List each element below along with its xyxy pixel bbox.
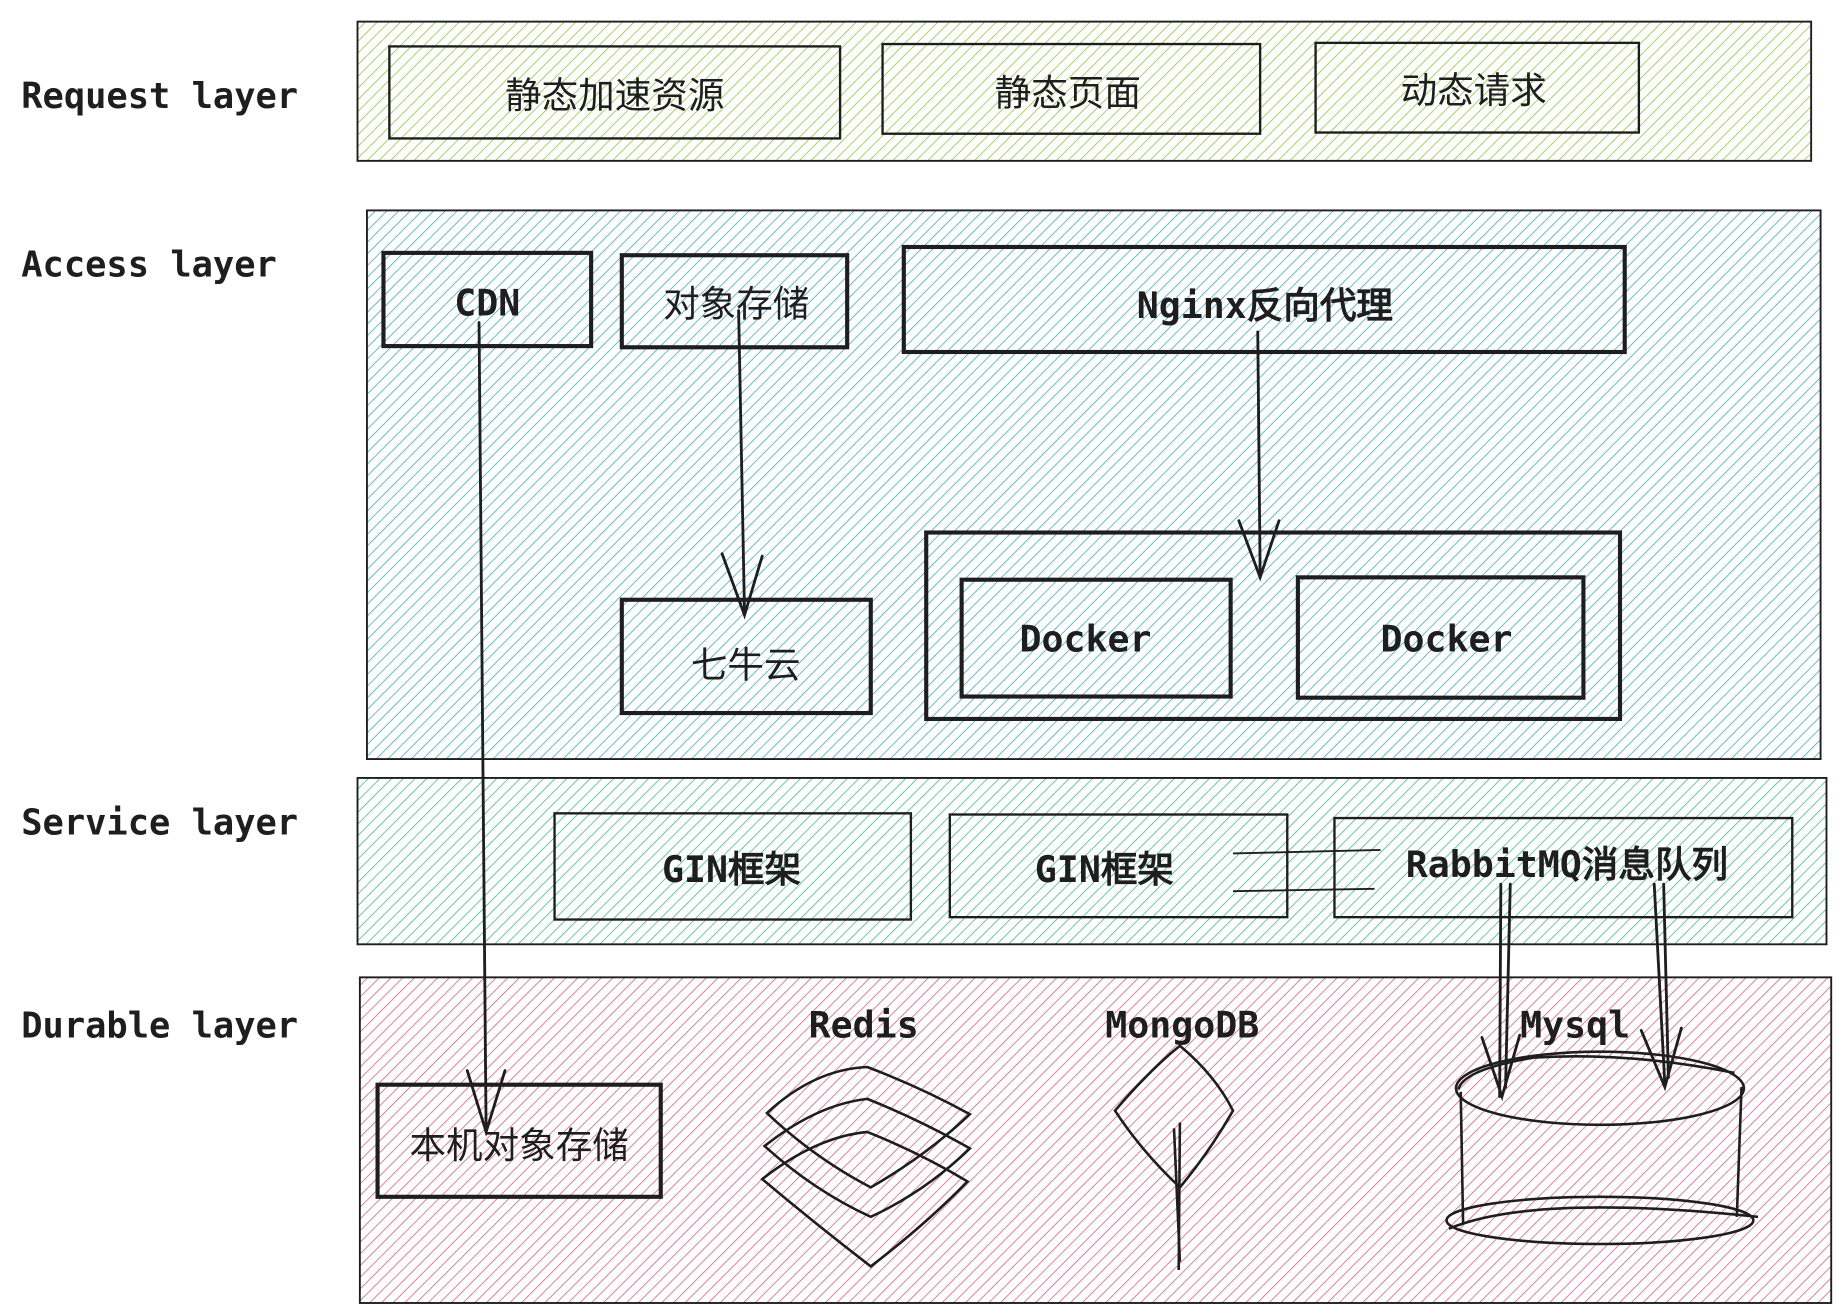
nginx-box: Nginx反向代理 <box>901 244 1627 355</box>
mongodb-icon <box>1113 1044 1235 1270</box>
service-layer-label: Service layer <box>21 803 298 844</box>
mq-box: RabbitMQ消息队列 <box>1333 816 1794 919</box>
request-box-static-page-label: 静态页面 <box>995 71 1141 114</box>
arrow-mq-to-mysql-1 <box>1480 882 1522 1102</box>
request-box-dynamic-label: 动态请求 <box>1401 69 1547 112</box>
mysql-label: Mysql <box>1520 1004 1630 1047</box>
local-storage-label: 本机对象存储 <box>409 1124 628 1167</box>
durable-layer: 本机对象存储 Redis MongoDB Mysql <box>358 976 1833 1304</box>
arrow-object-storage-to-qiniu <box>720 309 764 620</box>
service-layer: GIN框架 GIN框架 RabbitMQ消息队列 <box>356 776 1828 946</box>
request-box-dynamic: 动态请求 <box>1314 41 1641 134</box>
request-layer: 静态加速资源 静态页面 动态请求 <box>356 20 1813 162</box>
arrow-mq-to-mysql-2 <box>1639 882 1683 1092</box>
request-box-static-accel-label: 静态加速资源 <box>505 74 724 117</box>
gin-mq-connector <box>1232 848 1381 893</box>
mq-label: RabbitMQ消息队列 <box>1406 843 1728 886</box>
arrow-cdn-to-local-storage <box>465 321 507 1137</box>
object-storage-box: 对象存储 <box>619 253 850 350</box>
docker-box-1: Docker <box>959 577 1233 699</box>
mongodb-label: MongoDB <box>1105 1004 1259 1047</box>
docker-box-2: Docker <box>1295 575 1586 700</box>
access-layer-panel <box>366 209 1822 761</box>
cdn-label: CDN <box>454 281 520 324</box>
request-box-static-page: 静态页面 <box>881 42 1262 135</box>
access-layer: CDN 对象存储 Nginx反向代理 七牛云 Docker Docker <box>366 209 1822 761</box>
gin-label-1: GIN框架 <box>662 848 802 891</box>
cdn-box: CDN <box>381 250 594 349</box>
local-storage-box: 本机对象存储 <box>375 1082 663 1199</box>
docker-label-2: Docker <box>1381 618 1513 661</box>
qiniu-box: 七牛云 <box>619 597 873 716</box>
mysql-icon <box>1445 1050 1759 1246</box>
durable-layer-panel <box>358 976 1833 1304</box>
redis-label: Redis <box>809 1004 919 1047</box>
access-layer-label: Access layer <box>21 244 277 285</box>
qiniu-label: 七牛云 <box>691 644 801 687</box>
redis-icon <box>760 1065 973 1269</box>
request-layer-label: Request layer <box>21 76 298 117</box>
gin-box-2: GIN框架 <box>948 813 1289 919</box>
gin-label-2: GIN框架 <box>1035 848 1175 891</box>
request-box-static-accel: 静态加速资源 <box>388 45 842 140</box>
docker-group: Docker Docker <box>924 530 1623 722</box>
docker-group-frame <box>924 530 1623 722</box>
nginx-label: Nginx反向代理 <box>1137 284 1393 327</box>
object-storage-label: 对象存储 <box>663 283 809 326</box>
gin-box-1: GIN框架 <box>553 812 913 921</box>
docker-label-1: Docker <box>1019 618 1151 661</box>
durable-layer-label: Durable layer <box>21 1006 298 1047</box>
arrow-nginx-to-docker <box>1237 330 1281 582</box>
